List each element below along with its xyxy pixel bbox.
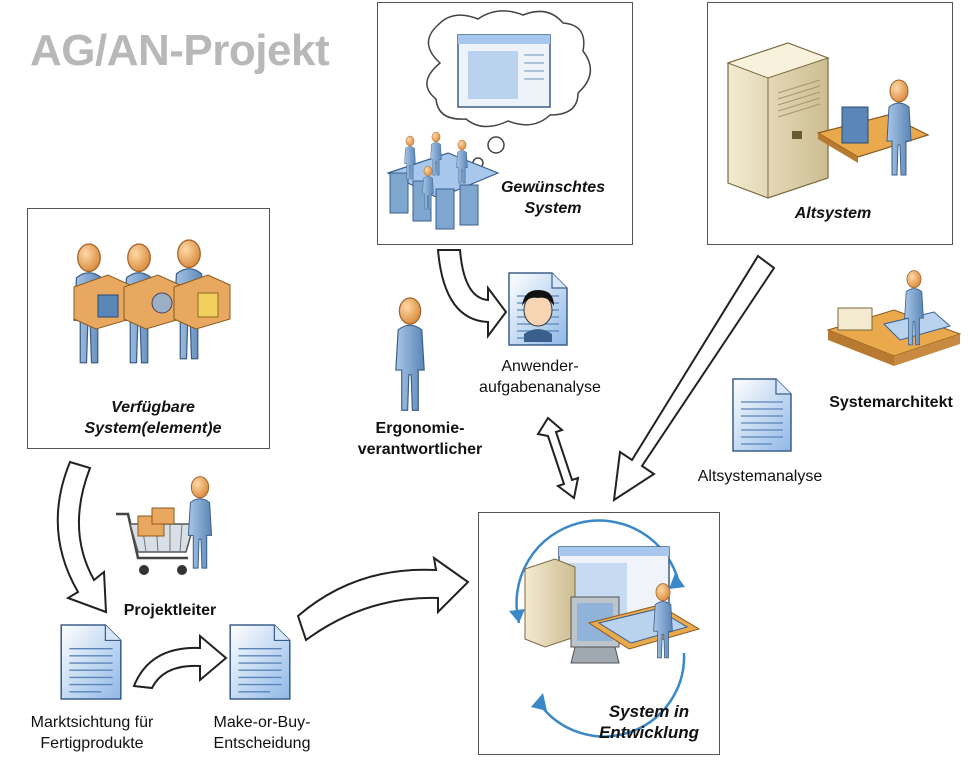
arrow-desired-to-task-analysis <box>436 249 508 339</box>
legacy-operator-person-icon <box>886 79 912 176</box>
label-project-lead: Projektleiter <box>123 602 217 619</box>
shopping-cart-icon <box>116 507 195 575</box>
meeting-person-icon <box>422 165 434 210</box>
development-cycle-illustration <box>509 519 701 738</box>
component-boxes-icon <box>73 274 231 330</box>
arrow-available-to-market <box>56 460 108 614</box>
label-desired-system: Gewünschtes System <box>500 179 606 217</box>
developer-person-icon <box>653 583 673 659</box>
box-legacy-system: Altsystem <box>707 2 953 245</box>
label-ergonomics-officer: Ergonomie- verantwortlicher <box>357 420 483 458</box>
arrow-makebuy-to-development <box>296 555 470 642</box>
label-system-architect: Systemarchitekt <box>829 394 953 411</box>
box-desired-system: Gewünschtes System <box>377 2 633 245</box>
label-market-survey: Marktsichtung für Fertigprodukte <box>30 714 154 752</box>
server-tower-icon <box>726 42 930 199</box>
meeting-person-icon <box>404 135 416 180</box>
label-make-or-buy: Make-or-Buy- Entscheidung <box>213 714 311 752</box>
user-task-analysis-document-icon <box>508 272 568 346</box>
arrow-legacy-to-development <box>612 254 776 503</box>
label-legacy-analysis: Altsystemanalyse <box>697 468 823 485</box>
label-system-in-development: System in Entwicklung <box>598 702 700 742</box>
arrow-market-to-makebuy <box>132 633 228 690</box>
architect-person-icon <box>904 270 924 346</box>
double-arrow-analysis-development <box>536 416 580 500</box>
box-system-in-development: System in Entwicklung <box>478 512 720 755</box>
ergonomics-officer-person-icon <box>395 297 425 411</box>
page-title: AG/AN-Projekt <box>30 26 330 75</box>
project-lead-person-icon <box>187 476 213 569</box>
make-or-buy-document-icon <box>229 624 291 700</box>
meeting-person-icon <box>456 139 468 184</box>
label-available-elements: Verfügbare System(element)e <box>84 399 222 437</box>
label-legacy-system: Altsystem <box>794 205 872 222</box>
architect-desk-icon <box>826 307 962 366</box>
thought-cloud-illustration <box>386 10 592 230</box>
label-user-task-analysis: Anwender- aufgabenanalyse <box>479 358 601 396</box>
box-available-elements: Verfügbare System(element)e <box>27 208 270 449</box>
market-survey-document-icon <box>60 624 122 700</box>
